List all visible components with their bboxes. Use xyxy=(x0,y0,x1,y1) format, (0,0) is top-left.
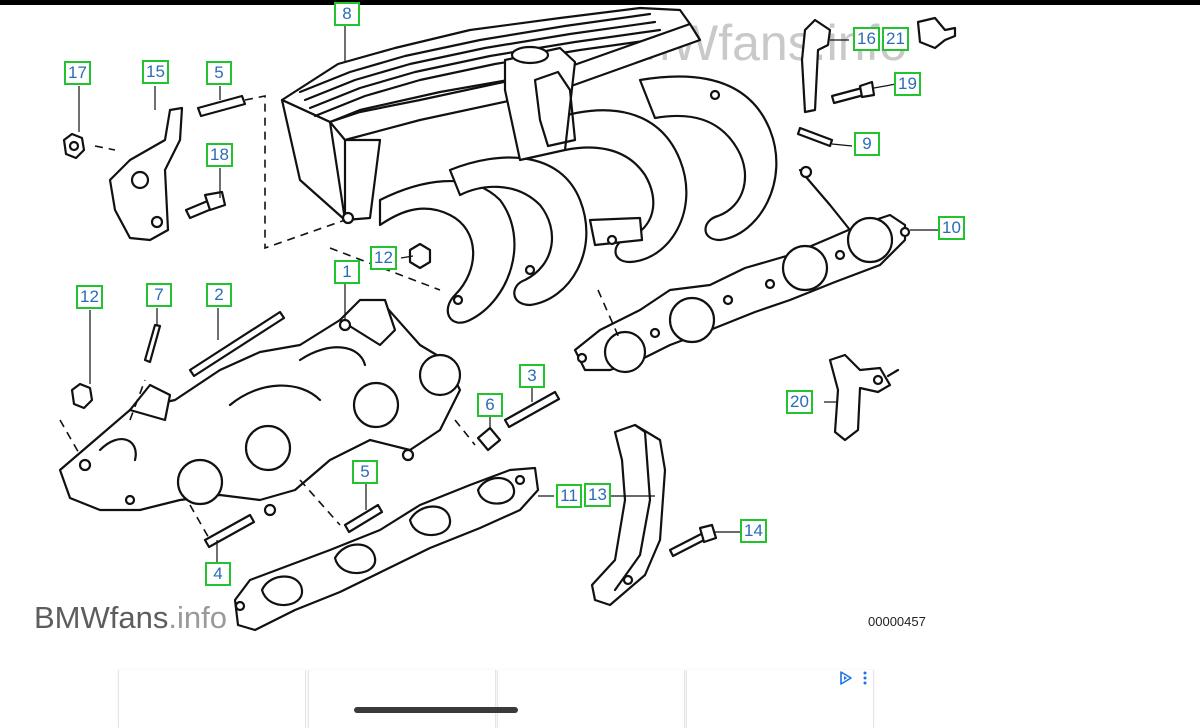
clip-21 xyxy=(916,16,957,50)
callout-9[interactable]: 9 xyxy=(854,132,880,156)
callout-4[interactable]: 4 xyxy=(205,562,231,586)
ad-slot[interactable] xyxy=(118,670,306,728)
callout-18[interactable]: 18 xyxy=(206,143,233,167)
callout-21[interactable]: 21 xyxy=(882,27,909,51)
callout-20[interactable]: 20 xyxy=(786,390,813,414)
ad-choices-icon[interactable] xyxy=(838,670,870,686)
callout-3[interactable]: 3 xyxy=(519,364,545,388)
callout-8[interactable]: 8 xyxy=(334,2,360,26)
callout-13[interactable]: 13 xyxy=(584,483,611,507)
exhaust-gasket xyxy=(233,466,540,632)
ad-slot[interactable] xyxy=(686,670,874,728)
callout-7[interactable]: 7 xyxy=(146,283,172,307)
callout-11[interactable]: 11 xyxy=(556,484,582,508)
callout-1[interactable]: 1 xyxy=(334,260,360,284)
callout-19[interactable]: 19 xyxy=(894,72,921,96)
callout-5-lower[interactable]: 5 xyxy=(352,460,378,484)
callout-12-lower[interactable]: 12 xyxy=(76,285,103,309)
callout-17[interactable]: 17 xyxy=(64,61,91,85)
intake-gasket xyxy=(573,165,911,374)
exhaust-manifold xyxy=(58,298,462,517)
watermark-bottom: BMWfans.info xyxy=(34,600,227,635)
ad-strip xyxy=(118,670,874,728)
bracket-15 xyxy=(108,106,184,242)
callout-16[interactable]: 16 xyxy=(853,27,880,51)
callout-5[interactable]: 5 xyxy=(206,61,232,85)
diagram-code: 00000457 xyxy=(868,614,926,629)
nut-17 xyxy=(62,132,86,160)
heat-shield xyxy=(590,423,667,607)
intake-manifold xyxy=(280,6,778,324)
bracket-20 xyxy=(828,353,900,442)
callout-14[interactable]: 14 xyxy=(740,519,767,543)
callout-15[interactable]: 15 xyxy=(142,60,169,84)
studs-and-bolts xyxy=(70,80,876,558)
home-indicator[interactable] xyxy=(354,707,518,713)
ad-slot[interactable] xyxy=(497,670,685,728)
ad-slot[interactable] xyxy=(308,670,496,728)
callout-10[interactable]: 10 xyxy=(938,216,965,240)
callout-6[interactable]: 6 xyxy=(477,393,503,417)
bracket-16 xyxy=(800,18,832,114)
callout-12-upper[interactable]: 12 xyxy=(370,246,397,270)
callout-2[interactable]: 2 xyxy=(206,283,232,307)
top-status-bar xyxy=(0,0,1200,5)
